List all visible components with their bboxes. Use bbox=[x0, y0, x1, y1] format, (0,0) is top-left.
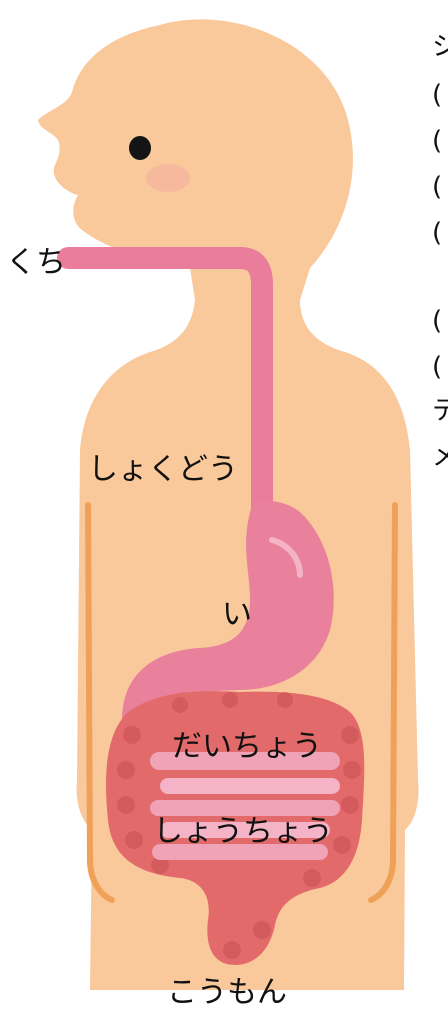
cropped-text-fragment: シ bbox=[432, 34, 448, 60]
label-small-intestine: しょうちょう bbox=[153, 817, 333, 847]
cropped-text-fragment: ( bbox=[432, 308, 442, 334]
cropped-text-fragment: ( bbox=[432, 82, 442, 108]
cropped-text-fragment: テ bbox=[432, 398, 448, 424]
label-anus: こうもん bbox=[167, 978, 287, 1008]
label-esophagus: しょくどう bbox=[88, 455, 238, 485]
label-stomach: い bbox=[222, 600, 252, 630]
cheek-blush bbox=[146, 164, 190, 192]
eye bbox=[129, 136, 151, 160]
cropped-text-fragment: ( bbox=[432, 174, 442, 200]
label-large-intestine: だいちょう bbox=[172, 732, 322, 762]
cropped-text-fragment: ( bbox=[432, 354, 442, 380]
cropped-text-fragment: メ bbox=[432, 444, 448, 470]
label-mouth: くち bbox=[6, 248, 66, 278]
cropped-text-fragment: ( bbox=[432, 220, 442, 246]
cropped-text-fragment: ( bbox=[432, 128, 442, 154]
